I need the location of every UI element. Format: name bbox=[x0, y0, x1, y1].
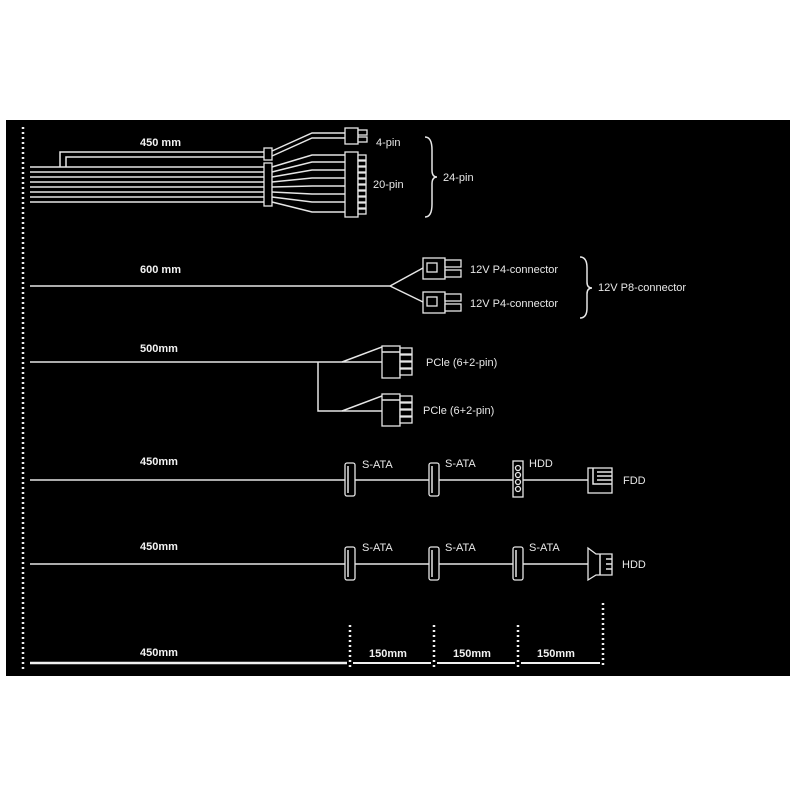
label-pcie-2: PCle (6+2-pin) bbox=[423, 405, 494, 417]
connector-p4-1 bbox=[422, 257, 462, 280]
label-sata: S-ATA bbox=[445, 458, 476, 470]
connector-sata bbox=[428, 546, 440, 581]
brace-24pin bbox=[424, 136, 438, 218]
cable-pcie-length: 500mm bbox=[140, 343, 178, 355]
cable-24pin: 450 mm 4-pin 20-pin 24-pin bbox=[30, 127, 474, 218]
connector-20pin bbox=[344, 151, 367, 218]
scale-segment-label: 150mm bbox=[453, 648, 491, 660]
scale-first-label: 450mm bbox=[140, 647, 178, 659]
connector-molex bbox=[512, 460, 524, 498]
connector-hdd bbox=[587, 546, 613, 582]
cable-cpu-length: 600 mm bbox=[140, 264, 181, 276]
label-p4-2: 12V P4-connector bbox=[470, 298, 558, 310]
connector-pcie-2 bbox=[381, 393, 413, 427]
connector-p4-2 bbox=[422, 291, 462, 314]
cable-sata-1-length: 450mm bbox=[140, 456, 178, 468]
cable-pcie: 500mm PCle (6+2-pin) PCle (6+2-pin) bbox=[30, 343, 497, 427]
scale-segment-label: 150mm bbox=[369, 648, 407, 660]
cable-sata-1: 450mm S-ATA S-ATA HDD FDD bbox=[30, 456, 646, 498]
connector-pcie-1 bbox=[381, 345, 413, 379]
label-p4-1: 12V P4-connector bbox=[470, 264, 558, 276]
label-sata: S-ATA bbox=[445, 542, 476, 554]
label-hdd-end: HDD bbox=[622, 559, 646, 571]
clip-4pin bbox=[263, 147, 273, 161]
brace-p8 bbox=[579, 256, 593, 319]
cable-24pin-wires bbox=[30, 132, 345, 213]
connector-4pin bbox=[344, 127, 368, 145]
label-sata: S-ATA bbox=[362, 459, 393, 471]
connector-sata bbox=[512, 546, 524, 581]
cable-24pin-length: 450 mm bbox=[140, 137, 181, 149]
label-hdd: HDD bbox=[529, 458, 553, 470]
cable-sata-2-length: 450mm bbox=[140, 541, 178, 553]
label-pcie-1: PCle (6+2-pin) bbox=[426, 357, 497, 369]
cable-cpu: 600 mm 12V P4-connector 12V P4-connector… bbox=[30, 256, 686, 319]
label-fdd: FDD bbox=[623, 475, 646, 487]
clip-20pin bbox=[263, 162, 273, 207]
length-scale: 450mm 150mm 150mm 150mm bbox=[30, 603, 605, 668]
connector-sata bbox=[344, 462, 356, 497]
label-p8: 12V P8-connector bbox=[598, 282, 686, 294]
label-sata: S-ATA bbox=[362, 542, 393, 554]
label-sata: S-ATA bbox=[529, 542, 560, 554]
connector-fdd bbox=[587, 467, 613, 494]
connector-sata bbox=[344, 546, 356, 581]
label-4pin: 4-pin bbox=[376, 137, 400, 149]
label-24pin: 24-pin bbox=[443, 172, 474, 184]
scale-segment-label: 150mm bbox=[537, 648, 575, 660]
cable-sata-2: 450mm S-ATA S-ATA S-ATA HDD bbox=[30, 541, 646, 582]
label-20pin: 20-pin bbox=[373, 179, 404, 191]
connector-sata bbox=[428, 462, 440, 497]
